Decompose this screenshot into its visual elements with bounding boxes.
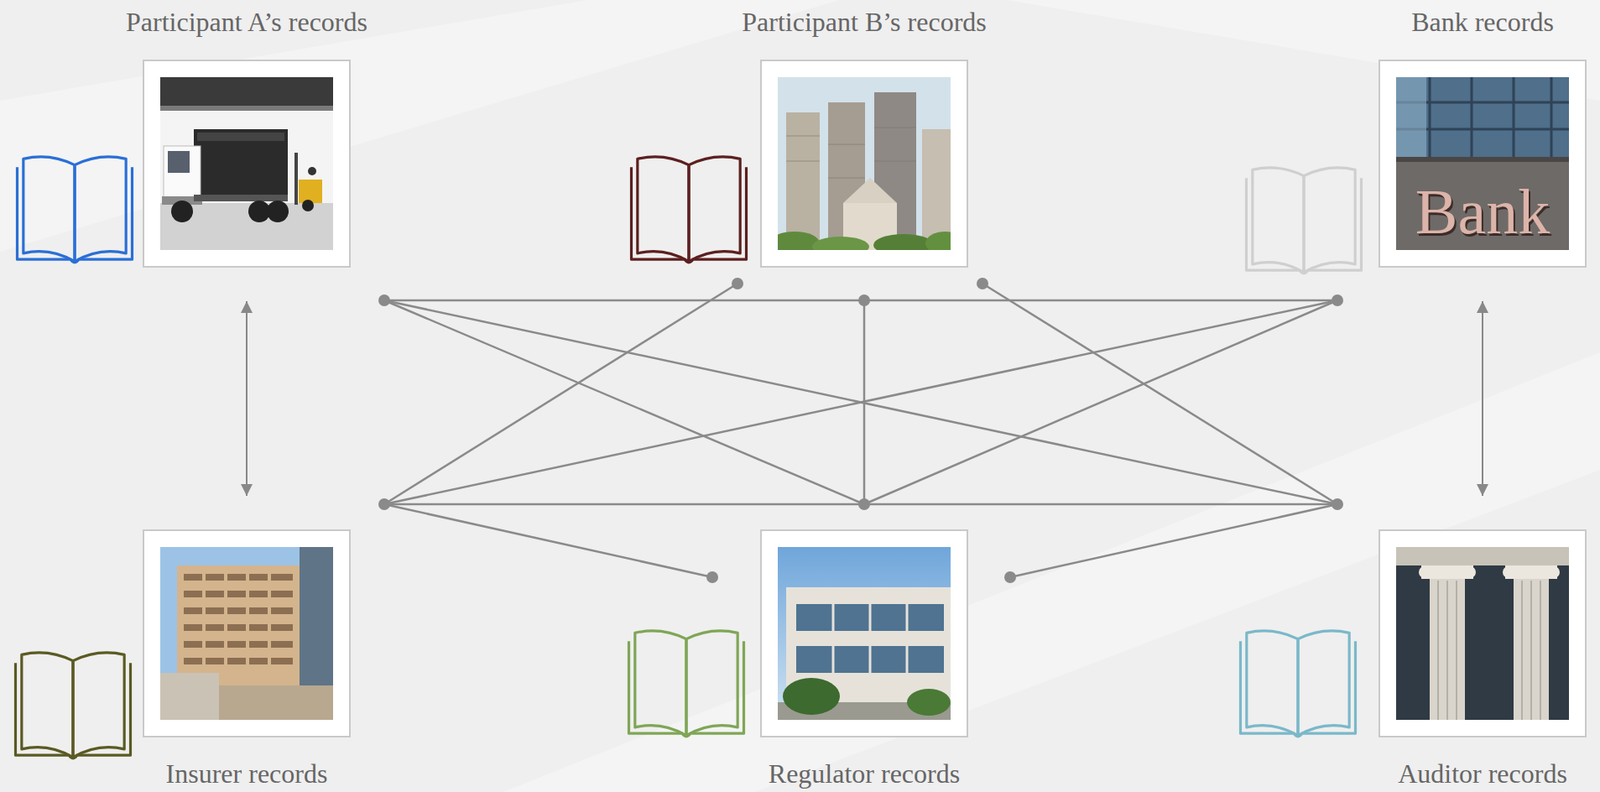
- book-icons: [15, 156, 1362, 759]
- photo-frame: Insurer records: [142, 529, 351, 738]
- network-mesh: [378, 277, 1344, 584]
- double-arrow: [1481, 301, 1484, 496]
- skyline-photo: [777, 77, 951, 251]
- insurer-photo: [160, 547, 334, 720]
- auditor-photo: [1396, 547, 1569, 720]
- photo-mats: [142, 59, 1587, 738]
- truck-photo: [160, 77, 334, 251]
- node-heading: Regulator records: [768, 759, 960, 788]
- photo-frame: Auditor records: [1378, 529, 1587, 738]
- bank-photo: [1396, 77, 1569, 251]
- node-heading: Auditor records: [1397, 759, 1568, 788]
- photo-frame: Regulator records: [760, 529, 969, 738]
- double-arrow: [245, 301, 248, 496]
- sign-lettering: Bank: [1396, 177, 1569, 245]
- photo-frame: Participant B’s records: [760, 59, 969, 268]
- photo-frame: Participant A’s records: [142, 59, 351, 268]
- node-heading: Bank records: [1411, 7, 1554, 37]
- node-heading: Participant A’s records: [125, 7, 368, 37]
- node-heading: Insurer records: [166, 759, 329, 788]
- node-heading: Participant B’s records: [741, 7, 986, 37]
- regulator-photo: [777, 547, 951, 720]
